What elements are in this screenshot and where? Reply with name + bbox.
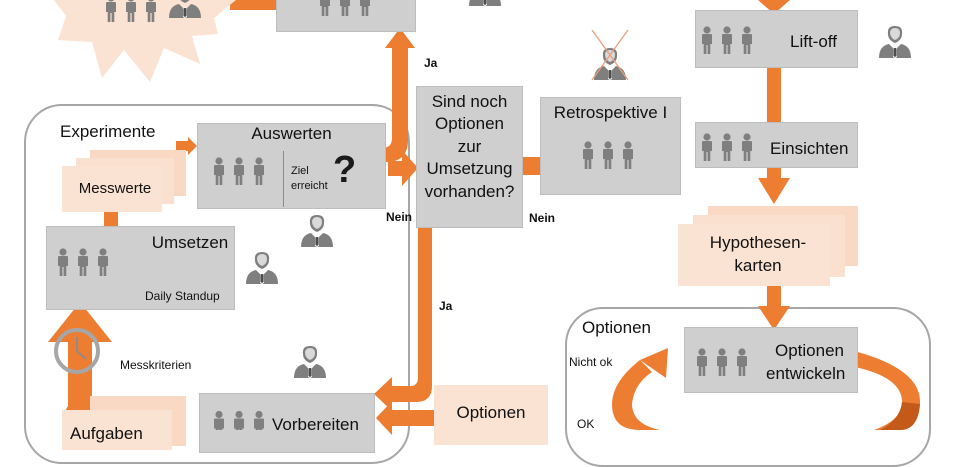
optionen-entwickeln-box (684, 327, 858, 393)
decision-line-5: vorhanden? (424, 182, 515, 201)
auswerten-box (197, 123, 386, 209)
team-icon (58, 248, 108, 276)
optionen-title: Optionen (582, 318, 651, 337)
einsichten-label: Einsichten (770, 139, 849, 158)
experimente-title: Experimente (60, 122, 156, 141)
arrow-top-left (230, 0, 278, 10)
arrow-liftoff-einsichten (767, 68, 781, 124)
team-icon (702, 26, 752, 54)
coach-icon (879, 26, 911, 58)
coach-icon (246, 252, 278, 284)
label-ja-mid: Ja (439, 299, 453, 313)
crossed-coach-icon (591, 30, 629, 81)
decision-line-4: Umsetzung (426, 159, 513, 178)
ziel-label: Ziel (291, 165, 309, 177)
coach-icon (169, 0, 201, 18)
vorbereiten-label: Vorbereiten (272, 415, 359, 434)
optionen-loop-ring (612, 360, 660, 430)
arrow-into-liftoff (758, 0, 790, 14)
optionen-card-label: Optionen (456, 403, 526, 422)
label-nicht-ok: Nicht ok (569, 355, 613, 369)
messwerte-card (62, 166, 162, 212)
erreicht-label: erreicht (291, 180, 328, 192)
daily-standup-label: Daily Standup (145, 289, 220, 303)
clock-icon (54, 328, 100, 374)
decision-line-2: Optionen (435, 114, 504, 133)
arrow-einsichten-hypothesen (758, 166, 790, 204)
coach-icon (294, 346, 326, 378)
optionen-entwickeln-line-2: entwickeln (766, 364, 846, 383)
retrospektive-label: Retrospektive I (553, 103, 668, 122)
team-icon (320, 0, 370, 16)
label-nein-left: Nein (386, 210, 413, 224)
team-icon (702, 133, 752, 161)
label-nein-right: Nein (529, 211, 556, 225)
optionen-entwickeln-line-1: Optionen (775, 341, 844, 360)
hypothesen-line-2: karten (734, 256, 782, 275)
label-ok: OK (577, 417, 595, 431)
messwerte-label: Messwerte (78, 180, 152, 197)
team-icon (106, 0, 156, 22)
hypothesen-line-1: Hypothesen- (709, 233, 807, 252)
auswerten-divider (283, 151, 284, 207)
label-ja-top: Ja (424, 56, 438, 70)
coach-icon (301, 215, 333, 247)
liftoff-label: Lift-off (790, 32, 837, 51)
umsetzen-label: Umsetzen (151, 233, 229, 252)
team-icon (214, 410, 264, 430)
arrow-optionen-to-vorbereiten (376, 401, 436, 435)
arrows-layer (48, 0, 921, 435)
question-mark: ? (333, 149, 357, 191)
decision-box (416, 86, 523, 228)
decision-line-3: zur (457, 137, 482, 156)
team-icon (214, 157, 264, 185)
hypothesen-card (678, 224, 830, 286)
team-icon (583, 141, 633, 169)
decision-line-1: Sind noch (431, 92, 508, 111)
arrow-to-decision (388, 150, 418, 186)
aufgaben-label: Aufgaben (70, 424, 143, 443)
arrow-nein-down (374, 228, 432, 411)
umsetzen-box (46, 226, 235, 310)
label-messkriterien: Messkriterien (120, 358, 192, 372)
team-icon (697, 348, 747, 376)
coach-icon (469, 0, 501, 6)
arrow-hypothesen-optionen (758, 284, 790, 330)
auswerten-label: Auswerten (251, 124, 332, 143)
connector-umsetzen-messwerte (104, 212, 118, 228)
